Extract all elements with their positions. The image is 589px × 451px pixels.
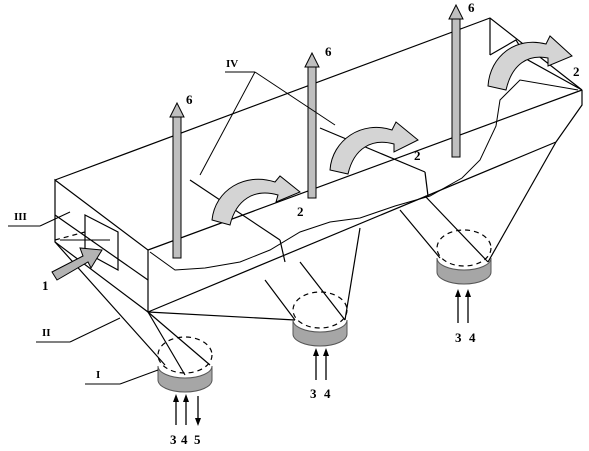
label-iii: III [14,211,27,223]
label-feed-left-3: 3 [170,432,177,447]
labels: III II I IV 1 2 2 2 6 6 6 3 4 5 3 4 3 4 [14,0,580,447]
label-discharge-5: 5 [194,432,201,447]
label-inlet: 1 [42,278,49,293]
label-pipe-1: 6 [186,92,193,107]
curved-arrow-2 [329,121,419,175]
label-side-outflow-3: 2 [573,64,580,79]
leader-lines [8,71,336,385]
label-feed-right-3: 3 [455,330,462,345]
label-ii: II [42,327,51,339]
label-feed-left-4: 4 [181,432,188,447]
feed-arrows-left [173,394,201,426]
outlet-cylinder-right [436,229,492,285]
label-side-outflow-2: 2 [414,148,421,163]
exhaust-pipe-middle [304,51,320,199]
inlet-opening [54,214,119,272]
label-pipe-3: 6 [468,0,475,15]
label-pipe-2: 6 [325,44,332,59]
curved-arrow-3 [487,35,573,91]
label-feed-right-4: 4 [469,330,476,345]
label-feed-mid-4: 4 [324,386,331,401]
exhaust-pipe-right [448,3,464,158]
hoppers [54,141,557,376]
outlet-cylinder-middle [292,291,348,347]
inlet-arrow [51,247,103,281]
outlet-cylinder-left [157,336,213,393]
label-side-outflow-1: 2 [297,204,304,219]
feed-arrows-right [455,289,471,323]
feed-arrows-middle [313,348,329,380]
label-feed-mid-3: 3 [310,386,317,401]
label-i: I [96,369,100,381]
exhaust-pipe-left [169,101,185,259]
label-iv: IV [226,58,238,70]
curved-arrow-1 [211,175,301,226]
